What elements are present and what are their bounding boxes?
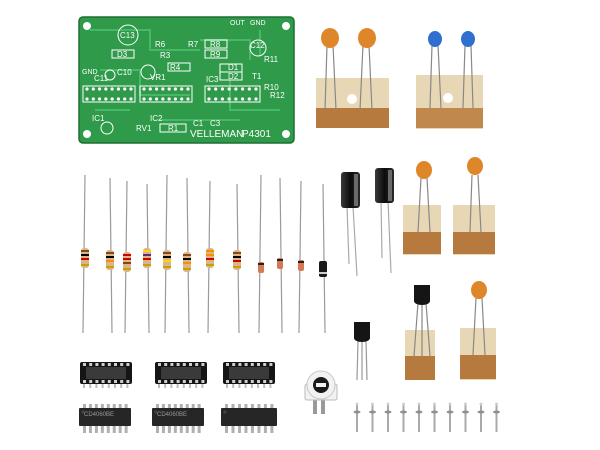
solder-pin [415, 402, 423, 432]
pcb-ref-label: R4 [170, 63, 181, 72]
electrolytic-capacitor [341, 172, 360, 277]
axial-resistor [106, 177, 114, 334]
pin-label-gnd: GND [250, 20, 266, 27]
pcb-ref-label: C12 [250, 41, 265, 50]
pcb-ref-label: R9 [210, 50, 221, 59]
solder-pin [431, 402, 438, 432]
pcb-ref-label: C3 [210, 119, 221, 128]
ceramic-capacitors-blue-taped [416, 31, 483, 129]
trimmer-potentiometer [304, 370, 338, 414]
pcb-ref-label: R6 [155, 40, 166, 49]
pcb-board: C13 C12 R6 R7 R8 R9 R4 R3 R10 R11 R12 D1… [78, 16, 295, 144]
solder-pin [353, 402, 361, 432]
transistor-to92-taped [405, 285, 435, 380]
solder-pin [446, 402, 454, 432]
solder-pin [369, 402, 376, 432]
integrated-circuits [79, 404, 277, 433]
transistor-to92-loose [354, 322, 370, 381]
pin-label-gnd: GND [82, 69, 98, 76]
ceramic-capacitor-orange [453, 157, 495, 255]
ceramic-capacitors-orange-taped [316, 28, 389, 128]
pcb-brand-label: VELLEMAN [190, 129, 243, 140]
axial-resistor [233, 183, 241, 334]
axial-resistor [206, 180, 214, 334]
pcb-ref-label: R11 [264, 55, 279, 64]
electrolytic-capacitor [375, 168, 394, 274]
pcb-ref-label: C13 [120, 31, 135, 40]
pcb-ref-label: IC1 [92, 114, 105, 123]
pcb-ref-label: R10 [264, 83, 279, 92]
ic-socket [80, 362, 132, 388]
ic-marking: CD4060BE [84, 412, 114, 418]
pcb-ref-label: D2 [228, 72, 239, 81]
axial-resistor [183, 177, 191, 334]
pcb-ref-label: IC3 [206, 75, 219, 84]
pcb-ref-label: VR1 [150, 73, 166, 82]
pcb-ref-label: T1 [252, 72, 262, 81]
pcb-ref-label: R1 [168, 124, 179, 133]
ic-marking: CD4060BE [157, 412, 187, 418]
axial-diode [277, 177, 283, 334]
pcb-ref-label: D1 [228, 63, 239, 72]
pin-label-out: OUT [230, 20, 246, 27]
axial-diode [258, 174, 264, 334]
pcb-ref-label: C1 [193, 119, 204, 128]
ceramic-capacitor-orange [460, 281, 496, 380]
solder-pin [477, 402, 485, 432]
axial-components [81, 174, 327, 334]
pcb-ref-label: RV1 [136, 124, 152, 133]
ic-chip [152, 404, 204, 433]
pcb-ref-label: R8 [210, 40, 221, 49]
pcb-ref-label: C10 [117, 68, 132, 77]
pcb-ref-label: R12 [270, 91, 285, 100]
ic-sockets [80, 362, 275, 388]
solder-pin [384, 402, 392, 432]
ic-chip [221, 404, 277, 433]
pcb-ref-label: R7 [188, 40, 199, 49]
axial-resistor [143, 183, 151, 334]
solder-pin [493, 402, 500, 432]
ic-chip [79, 404, 131, 433]
ic-socket [155, 362, 207, 388]
solder-pins [353, 402, 500, 432]
axial-diode [319, 183, 327, 334]
pcb-ref-label: R3 [160, 51, 171, 60]
pcb-ref-label: D3 [117, 50, 128, 59]
solder-pin [400, 402, 407, 432]
pcb-ref-label: IC2 [150, 114, 163, 123]
ceramic-capacitor-orange [403, 161, 441, 255]
pcb-model-label: P4301 [242, 129, 271, 140]
pcb-ref-label: C11 [94, 74, 109, 83]
axial-resistor [123, 180, 131, 334]
ic-socket [223, 362, 275, 388]
axial-resistor [163, 174, 171, 334]
solder-pin [462, 402, 469, 432]
axial-diode [298, 180, 304, 334]
axial-resistor [81, 174, 89, 334]
